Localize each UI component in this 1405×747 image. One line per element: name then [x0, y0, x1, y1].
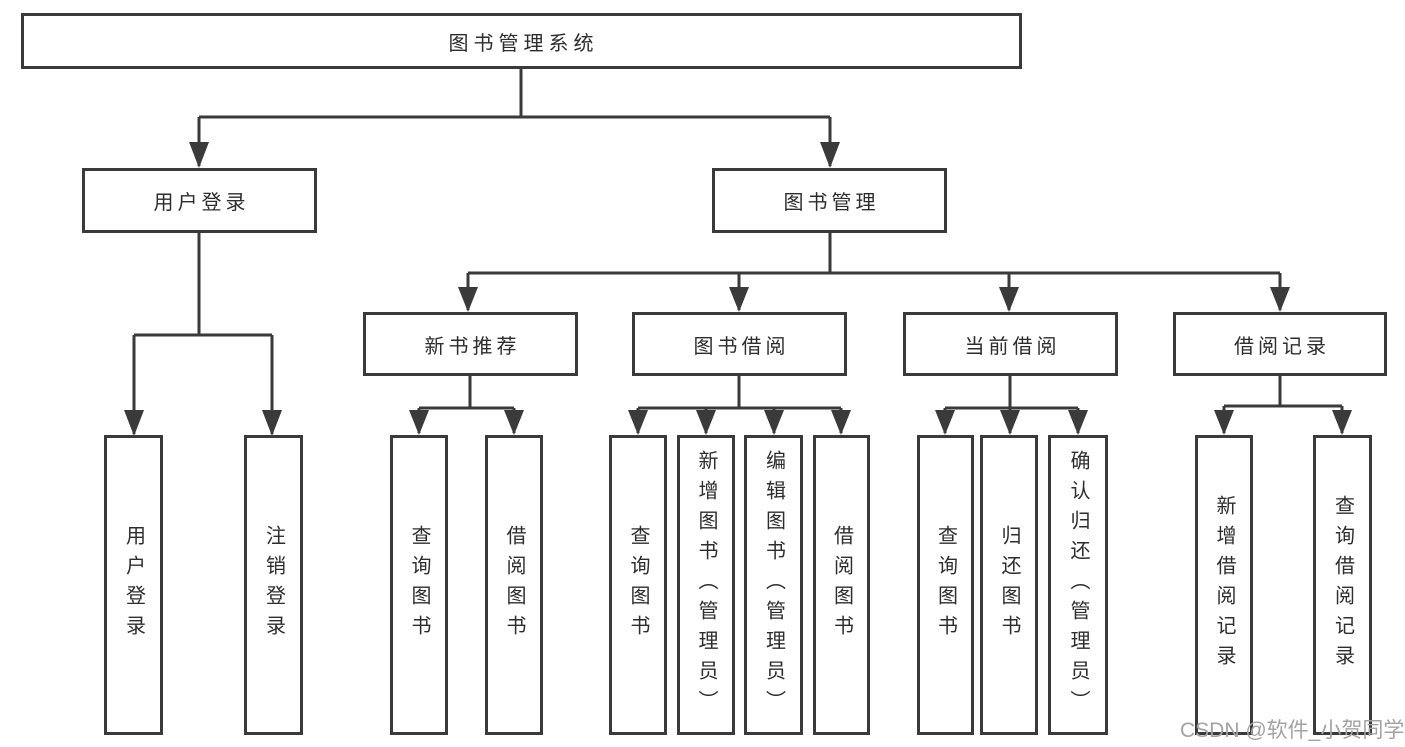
leaf-add-books-admin-label: 新增图书（管理员） [695, 450, 717, 720]
leaf-borrow-books-recommend: 借阅图书 [485, 435, 543, 735]
leaf-confirm-return-admin-label: 确认归还（管理员） [1067, 450, 1089, 720]
watermark: CSDN @软件_小贺同学 [1180, 719, 1405, 742]
leaf-user-login-label: 用户登录 [122, 525, 145, 645]
node-root: 图书管理系统 [21, 13, 1022, 69]
leaf-query-books-current: 查询图书 [917, 435, 974, 735]
arrow-down-icons [124, 142, 1352, 436]
leaf-edit-books-admin-label: 编辑图书（管理员） [762, 450, 785, 720]
node-new-book-recommendation: 新书推荐 [363, 312, 578, 376]
leaf-logout-login-label: 注销登录 [262, 525, 285, 645]
leaf-logout-login: 注销登录 [244, 435, 303, 735]
leaf-edit-books-admin: 编辑图书（管理员） [744, 435, 803, 735]
leaf-query-books-recommend: 查询图书 [390, 435, 448, 735]
leaf-query-borrow-record: 查询借阅记录 [1313, 435, 1372, 735]
leaf-query-borrow-record-label: 查询借阅记录 [1331, 495, 1354, 675]
node-book-management: 图书管理 [712, 168, 947, 233]
leaf-add-borrow-record-label: 新增借阅记录 [1213, 495, 1235, 675]
leaf-add-borrow-record: 新增借阅记录 [1195, 435, 1253, 735]
leaf-borrow-books-recommend-label: 借阅图书 [503, 525, 525, 645]
tree-edges [132, 69, 1344, 434]
leaf-query-books-borrowing: 查询图书 [609, 435, 667, 735]
node-current-borrowing: 当前借阅 [903, 312, 1118, 376]
leaf-query-books-borrowing-label: 查询图书 [627, 525, 649, 645]
node-user-login: 用户登录 [82, 168, 317, 233]
leaf-borrow-books-borrowing: 借阅图书 [813, 435, 870, 735]
leaf-user-login: 用户登录 [104, 435, 163, 735]
leaf-add-books-admin: 新增图书（管理员） [677, 435, 735, 735]
leaf-query-books-current-label: 查询图书 [934, 525, 957, 645]
leaf-borrow-books-borrowing-label: 借阅图书 [830, 525, 853, 645]
leaf-confirm-return-admin: 确认归还（管理员） [1048, 435, 1108, 735]
leaf-return-books-label: 归还图书 [998, 525, 1020, 645]
leaf-return-books: 归还图书 [980, 435, 1038, 735]
node-book-borrowing: 图书借阅 [632, 312, 847, 376]
leaf-query-books-recommend-label: 查询图书 [408, 525, 430, 645]
node-borrowing-records: 借阅记录 [1173, 312, 1387, 376]
